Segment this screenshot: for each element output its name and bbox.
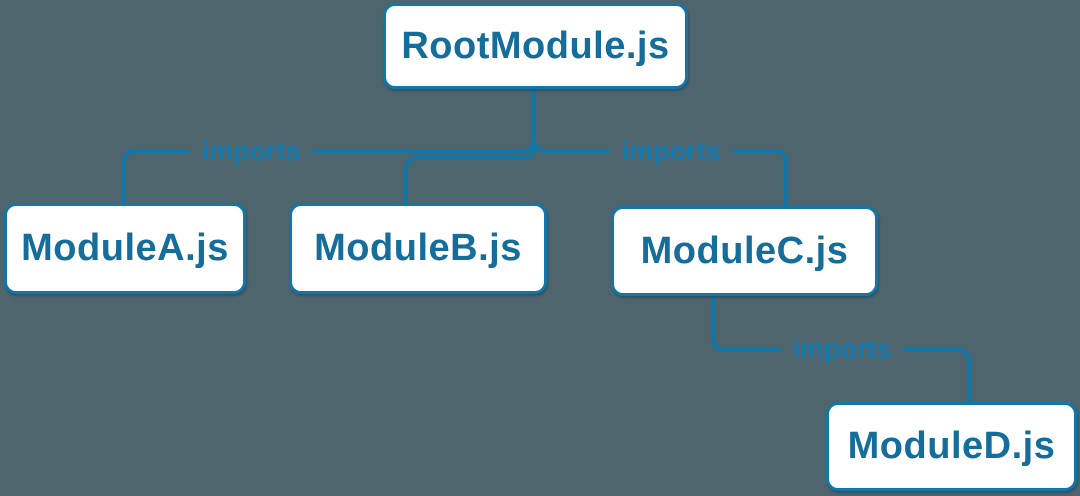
node-module-c-label: ModuleC.js [640,229,849,272]
node-module-c: ModuleC.js [611,206,878,296]
edge-label-module-c-module-d: imports [780,333,904,367]
node-module-b-label: ModuleB.js [314,227,522,269]
node-module-d: ModuleD.js [826,402,1077,491]
edge-label-root-module-c: imports [609,135,733,169]
node-module-a: ModuleA.js [4,203,246,294]
node-module-a-label: ModuleA.js [21,227,229,269]
node-module-b: ModuleB.js [289,203,547,294]
node-root-module-label: RootModule.js [401,24,670,67]
edge-root-to-module-a [122,85,536,208]
edge-label-root-module-a: imports [189,135,313,169]
node-root-module: RootModule.js [383,3,688,89]
node-module-d-label: ModuleD.js [847,425,1056,467]
edge-root-to-module-b [404,85,536,208]
